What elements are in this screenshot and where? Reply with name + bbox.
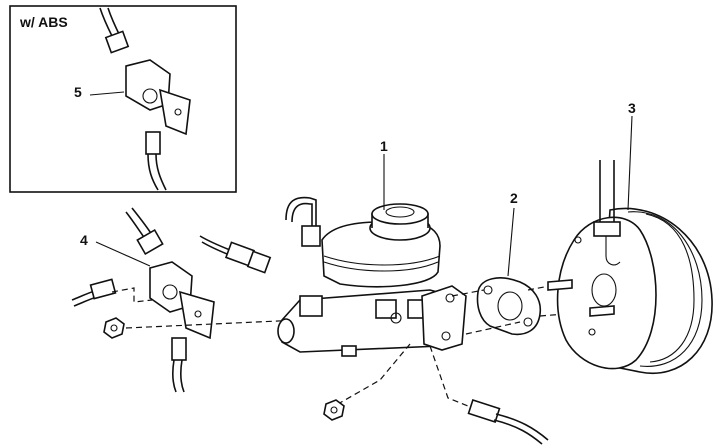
master-cylinder-1 xyxy=(277,154,467,357)
gasket-2 xyxy=(451,207,591,336)
callout-3: 3 xyxy=(628,100,636,116)
abs-inset xyxy=(9,5,237,193)
inset-title: w/ ABS xyxy=(20,14,68,30)
callout-4: 4 xyxy=(80,232,88,248)
sensor-connector xyxy=(199,235,272,274)
callout-1: 1 xyxy=(380,138,388,154)
brake-booster-3 xyxy=(547,115,713,375)
callout-5: 5 xyxy=(74,84,82,100)
valve-assembly-4 xyxy=(71,207,301,393)
lower-connections xyxy=(323,343,549,445)
callout-2: 2 xyxy=(510,190,518,206)
